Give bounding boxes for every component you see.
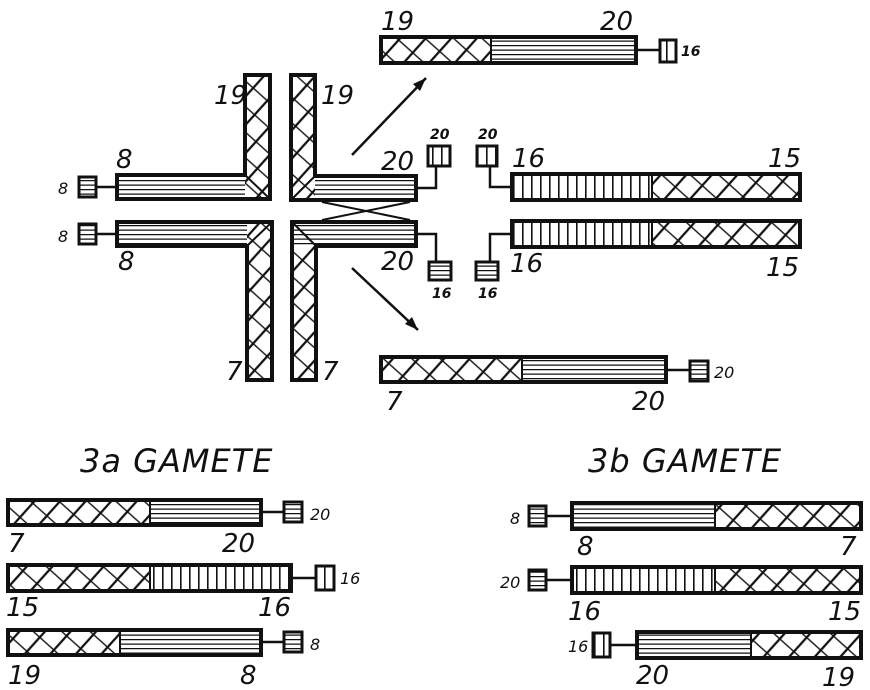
gamete-3a-title: 3a GAMETE [80, 442, 273, 480]
centromere-label-16-right: 16 [478, 286, 498, 302]
right-chromosome-upper: 16 15 20 [475, 127, 802, 202]
cross-upper-left-arm: 8 19 8 [58, 73, 272, 201]
gamete-3a-centromere-20: 20 [310, 505, 330, 524]
gamete-3a-label-19: 19 [8, 661, 41, 690]
gamete-3b-centromere-20: 20 [500, 573, 520, 592]
gamete-3a-label-8: 8 [240, 661, 257, 690]
top-bar-centromere-label-16: 16 [681, 44, 701, 60]
gamete-3b-label-16: 16 [568, 597, 601, 627]
right-label-16-upper: 16 [512, 144, 545, 174]
top-bar-label-20: 20 [600, 7, 633, 37]
right-label-15-lower: 15 [766, 253, 799, 283]
cross-lower-left-arm: 8 7 8 [58, 220, 274, 387]
top-bar-label-19: 19 [381, 7, 414, 37]
gamete-3b-label-7: 7 [840, 532, 857, 562]
arrow-to-top-product [351, 77, 427, 156]
cross-upper-right-arm: 19 20 20 [289, 73, 452, 202]
gamete-3b-label-20: 20 [636, 661, 669, 690]
chiasma-crossover-mark [321, 201, 411, 221]
gamete-3a-centromere-16: 16 [340, 569, 360, 588]
bottom-bar-label-20: 20 [632, 387, 665, 417]
cross-label-8-upper: 8 [116, 145, 133, 175]
gamete-3a-chromosome-7-20: 7 20 20 [6, 498, 330, 559]
right-label-16-lower: 16 [510, 249, 543, 279]
right-label-15-upper: 15 [768, 144, 801, 174]
centromere-label-8-upper: 8 [58, 179, 68, 198]
cross-label-8-lower: 8 [118, 247, 135, 277]
gamete-3a-centromere-8: 8 [310, 635, 320, 654]
cross-label-7-left: 7 [226, 357, 243, 387]
arrow-to-bottom-product [351, 267, 419, 331]
gamete-3a-label-20: 20 [222, 529, 255, 559]
bottom-bar-centromere-label-20: 20 [714, 363, 734, 382]
gamete-3b-chromosome-16-15: 16 15 20 [500, 565, 863, 627]
cross-lower-right-arm: 20 7 16 [290, 220, 453, 387]
centromere-label-20-upper: 20 [430, 127, 450, 143]
cross-label-20-upper: 20 [381, 147, 414, 177]
cross-label-19-left: 19 [214, 81, 247, 111]
gamete-3a-chromosome-19-8: 19 8 8 [6, 628, 320, 690]
top-product-chromosome: 19 20 16 [379, 7, 701, 65]
gamete-3b-chromosome-8-7: 8 7 8 [510, 501, 863, 562]
cross-label-20-lower: 20 [381, 247, 414, 277]
bottom-product-chromosome: 7 20 20 [379, 355, 734, 417]
gamete-3b-title: 3b GAMETE [588, 442, 782, 480]
right-chromosome-lower: 16 15 16 [474, 219, 802, 302]
gamete-3b-centromere-8: 8 [510, 509, 520, 528]
gamete-3b-centromere-16: 16 [568, 637, 588, 656]
bottom-bar-label-7: 7 [386, 387, 403, 417]
gamete-3a-label-16: 16 [258, 593, 291, 623]
gamete-3b-label-15: 15 [828, 597, 861, 627]
gamete-3a-label-15: 15 [6, 593, 39, 623]
gamete-3a-label-7: 7 [8, 529, 25, 559]
cross-label-19-right: 19 [321, 81, 354, 111]
cross-label-7-right: 7 [322, 357, 339, 387]
gamete-3b-label-8: 8 [577, 532, 594, 562]
gamete-3a-chromosome-15-16: 15 16 16 [6, 563, 360, 623]
centromere-label-16-lower: 16 [432, 286, 452, 302]
centromere-label-20-right: 20 [478, 127, 498, 143]
gamete-3b-chromosome-20-19: 20 19 16 [568, 630, 863, 690]
gamete-3b-label-19: 19 [822, 663, 855, 690]
centromere-label-8-lower: 8 [58, 227, 68, 246]
